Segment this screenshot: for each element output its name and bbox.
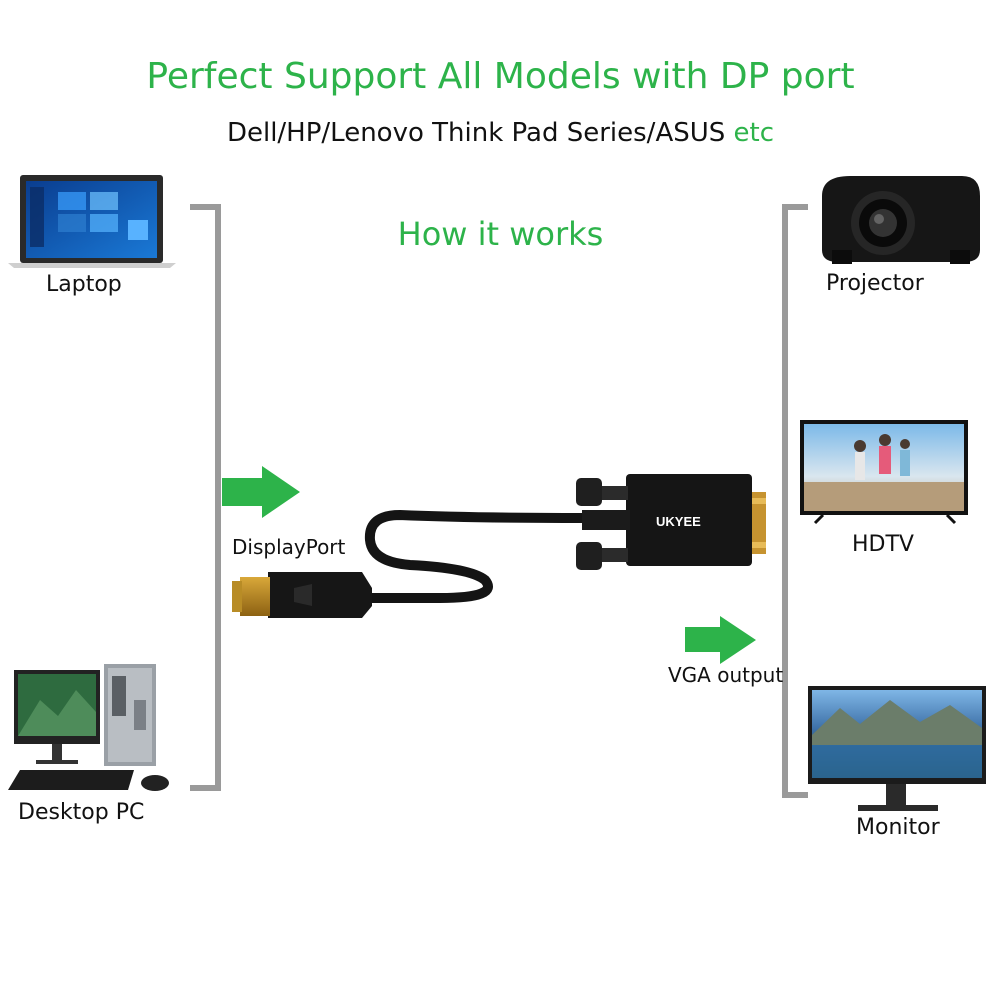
projector-icon bbox=[822, 176, 980, 264]
page-title: Perfect Support All Models with DP port bbox=[146, 56, 855, 97]
displayport-label: DisplayPort bbox=[232, 535, 346, 559]
supported-brands-text: Dell/HP/Lenovo Think Pad Series/ASUS bbox=[226, 118, 726, 148]
vga-output-label: VGA output bbox=[668, 663, 784, 687]
arrow-right-icon bbox=[685, 616, 756, 664]
supported-brands: Dell/HP/Lenovo Think Pad Series/ASUS etc bbox=[0, 118, 1001, 148]
brand-logo: UKYEE bbox=[656, 514, 701, 529]
how-it-works-heading: How it works bbox=[397, 215, 604, 253]
adapter-cable-icon bbox=[232, 474, 766, 618]
laptop-label: Laptop bbox=[46, 272, 122, 297]
projector-label: Projector bbox=[826, 271, 924, 296]
tv-icon bbox=[800, 420, 968, 525]
arrow-right-icon bbox=[222, 466, 300, 518]
hdtv-label: HDTV bbox=[852, 532, 914, 557]
desktop-pc-icon bbox=[8, 664, 169, 791]
supported-brands-etc: etc bbox=[733, 118, 775, 148]
monitor-icon bbox=[808, 686, 986, 811]
monitor-label: Monitor bbox=[856, 815, 940, 840]
desktop-pc-label: Desktop PC bbox=[18, 800, 145, 825]
left-bracket bbox=[190, 204, 221, 791]
laptop-icon bbox=[8, 175, 176, 268]
right-bracket bbox=[782, 204, 808, 798]
